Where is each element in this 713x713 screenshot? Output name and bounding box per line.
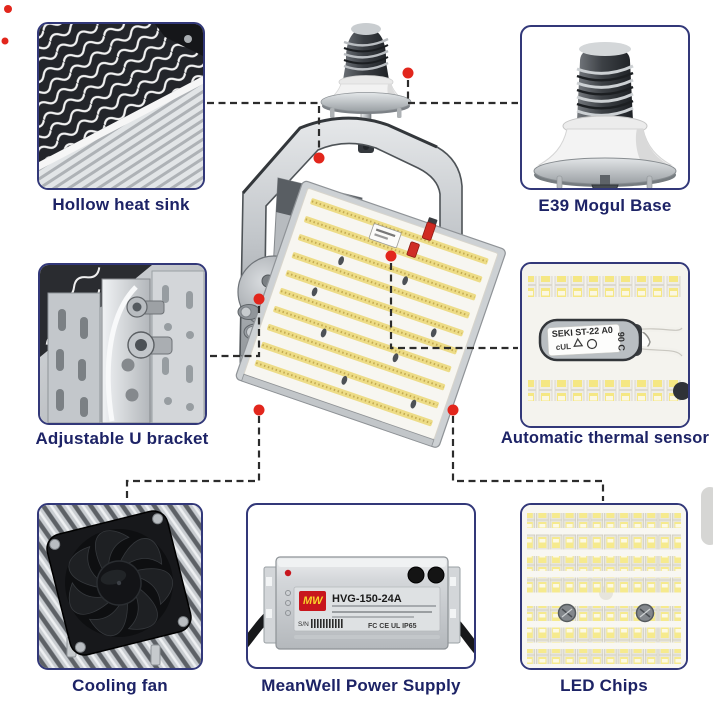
meanwell-logo-text: MW (303, 595, 324, 607)
connector-dot (385, 250, 397, 262)
meanwell-logo: MW (299, 591, 326, 611)
sensor-model-text: SEKI ST-22 A0 (551, 325, 613, 339)
psu-sn-text: S/N (298, 621, 309, 628)
thermal-sensor-photo: SEKI ST-22 A0 cUL 90 C (520, 262, 690, 428)
panel-spec-sticker (368, 223, 402, 249)
feature-label-cooling-fan: Cooling fan (72, 676, 168, 695)
bracket-bolt (127, 331, 173, 359)
connector-lines (125, 80, 605, 501)
pcb-screw (635, 603, 655, 623)
feature-label-automatic-thermal-sensor: Automatic thermal sensor (500, 429, 710, 447)
connector-dots (1, 5, 459, 416)
cooling-fan-photo (37, 503, 203, 670)
e39-base-photo (520, 25, 690, 190)
connector-dot (4, 5, 12, 13)
product-e39-base (320, 23, 412, 153)
psu-model-text: HVG-150-24A (332, 593, 402, 605)
thermal-sensor-capsule: SEKI ST-22 A0 cUL 90 C (538, 318, 685, 362)
led-chips-photo (520, 503, 688, 670)
feature-label-adjustable-u-bracket: Adjustable U bracket (35, 429, 209, 448)
panel-red-connector (406, 217, 438, 258)
bracket-bolt (126, 296, 165, 318)
feature-label-meanwell-power-supply: MeanWell Power Supply (261, 676, 461, 695)
power-supply-photo: MW HVG-150-24A FC CE UL IP65 S/N (246, 503, 476, 669)
connector-dot (402, 67, 414, 79)
heat-sink-photo (37, 22, 205, 190)
connector-dot (313, 152, 325, 164)
product-led-panel (235, 180, 506, 448)
sensor-temp-text: 90 C (616, 332, 627, 352)
connector-dot (447, 404, 459, 416)
feature-label-led-chips: LED Chips (560, 676, 648, 695)
fan-assembly (46, 510, 192, 656)
feature-label-e39-mogul-base: E39 Mogul Base (538, 196, 672, 215)
sensor-cert-text: cUL (556, 342, 572, 352)
connector-dot (253, 404, 265, 416)
feature-label-hollow-heat-sink: Hollow heat sink (52, 195, 190, 214)
pcb-screw (557, 603, 577, 623)
psu-cert-text: FC CE UL IP65 (368, 623, 417, 630)
page-edge-tab (701, 487, 713, 545)
connector-dot (1, 37, 9, 45)
u-bracket-photo (38, 263, 207, 425)
connector-dot (253, 293, 265, 305)
